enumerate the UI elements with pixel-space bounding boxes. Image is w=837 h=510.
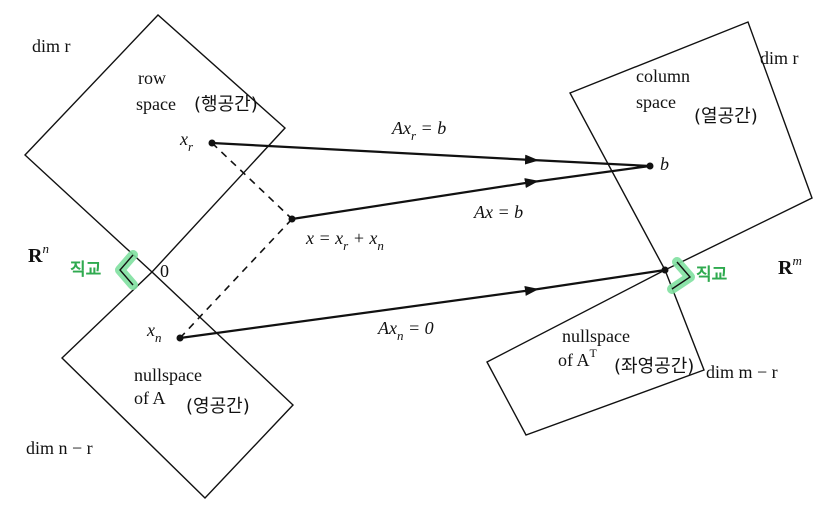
point-b [646,162,654,170]
nullspace-korean: (영공간) [186,396,250,417]
label-zero: 0 [160,261,169,281]
label-axn-0: Axn = 0 [377,318,434,343]
left-nullspace-square [486,269,705,436]
row-space-korean: (행공간) [194,94,258,115]
dashed-xn-to-x [179,218,293,339]
left-dim-r: dim r [32,36,71,56]
orth-highlight-left [115,250,138,290]
point-zero-right [661,266,669,274]
left-nullspace-korean: (좌영공간) [614,356,694,377]
right-dim-r: dim r [760,48,799,68]
arrow-ax-b [291,178,539,221]
nullspace-label-1: nullspace [134,365,202,385]
nullspace-square [60,271,294,499]
label-xr: xr [179,129,194,154]
orth-left-label: 직교 [70,260,102,280]
label-axr-b: Axr = b [391,118,446,143]
orth-mark-right [671,261,692,290]
column-space-square [569,21,813,271]
nullspace-label-2: of A [134,388,166,408]
row-space-label-2: space [136,94,176,114]
left-nullspace-label-2: of AT [558,346,598,370]
label-b: b [660,154,669,174]
column-space-label-2: space [636,92,676,112]
dashed-xr-to-x [211,142,293,220]
label-rm: Rm [778,253,802,279]
row-space-label-1: row [138,68,166,88]
point-xn [176,334,184,342]
label-xn: xn [146,320,162,345]
left-nullspace-label-1: nullspace [562,326,630,346]
column-space-korean: (열공간) [694,106,758,127]
column-space-label-1: column [636,66,690,86]
arrow-ax-b-tail [524,164,651,185]
label-x-sum: x = xr + xn [305,228,384,253]
arrow-axn-0 [179,285,539,340]
orth-mark-left [119,254,134,286]
arrow-axr-b [211,141,539,165]
orth-right-label: 직교 [696,265,728,285]
left-dim-n-r: dim n − r [26,438,93,458]
arrow-axn-0-tail [524,268,666,293]
row-space-square [24,14,286,273]
label-rn: Rn [28,241,49,267]
right-dim-m-r: dim m − r [706,362,778,382]
arrow-axr-b-tail [524,158,651,168]
label-ax-b: Ax = b [473,202,523,222]
point-xr [208,139,216,147]
point-x [288,215,296,223]
